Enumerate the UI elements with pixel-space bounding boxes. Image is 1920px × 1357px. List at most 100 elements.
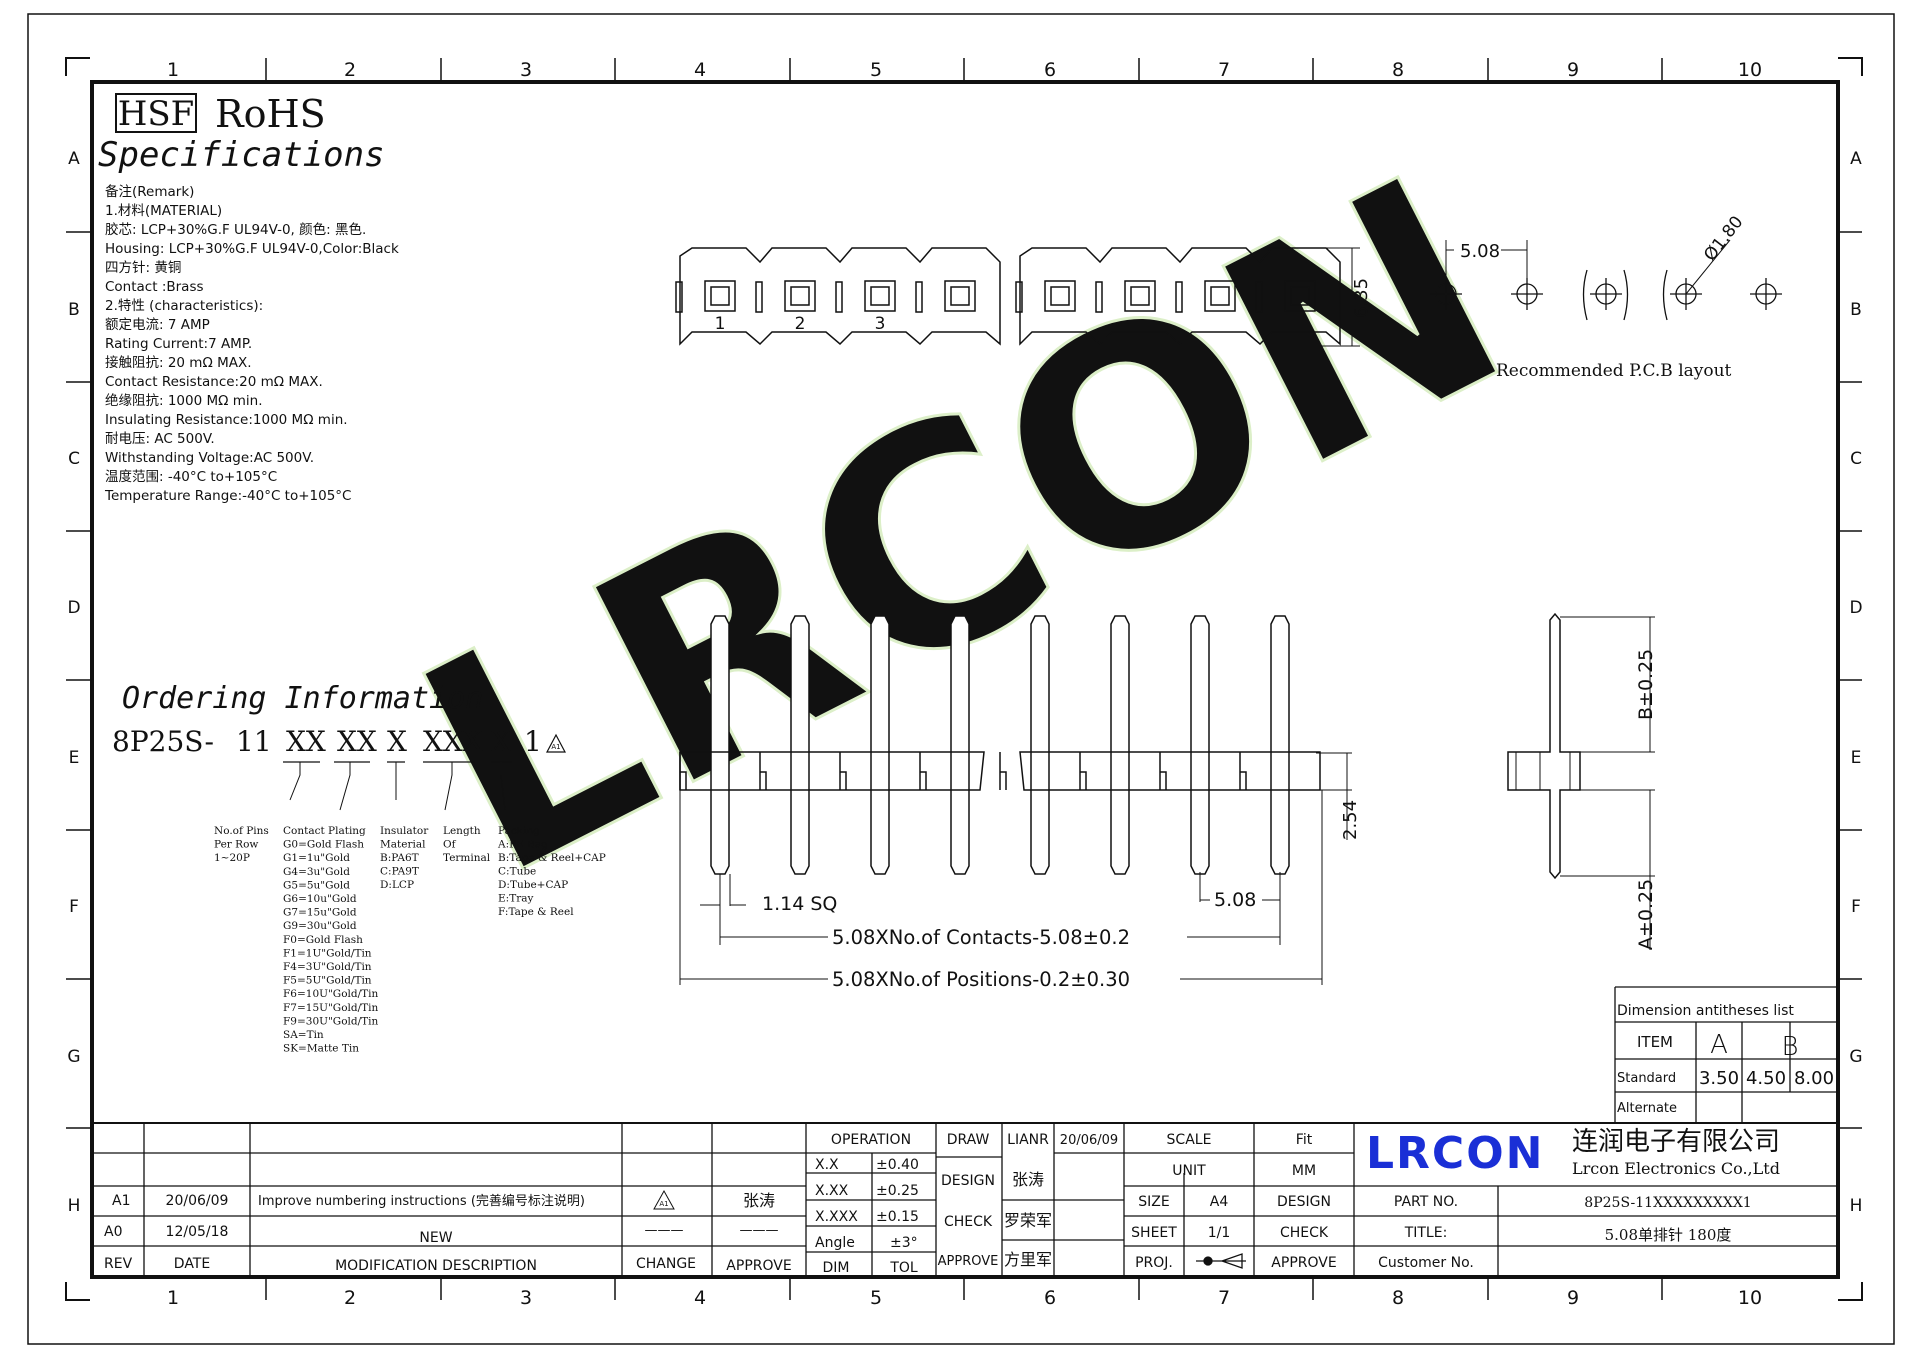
remark-line: 温度范围: -40°C to+105°C (105, 469, 277, 485)
grid-row-label: G (1849, 1047, 1862, 1067)
pin-square-outer (864, 280, 896, 312)
dimension-table: Dimension antitheses list ITEM A B Stand… (1614, 986, 1838, 1124)
pin-square-outer (1124, 280, 1156, 312)
sheet-value: 1/1 (1208, 1225, 1231, 1241)
rev-change-triangle (653, 1189, 675, 1210)
housing-slot (1175, 281, 1183, 313)
check-label-2: CHECK (1280, 1225, 1329, 1241)
part-no: 8P25S-11XXXXXXXXX1 (1584, 1195, 1751, 1211)
remark-line: Rating Current:7 AMP. (105, 336, 252, 352)
pin-square-outer (1044, 280, 1076, 312)
grid-row-label: F (69, 897, 79, 917)
tol-value: ±0.15 (876, 1209, 919, 1225)
base-height-dimension: 2.54 (1340, 800, 1361, 840)
housing-block-outline (1019, 247, 1341, 346)
remark-line: Insulating Resistance:1000 MΩ min. (105, 412, 348, 428)
grid-row-label: D (1849, 598, 1862, 618)
remark-line: 1.材料(MATERIAL) (105, 203, 222, 219)
scale-value: Fit (1296, 1132, 1313, 1148)
grid-row-label: H (1850, 1196, 1863, 1216)
rev-header-desc: MODIFICATION DESCRIPTION (335, 1258, 537, 1274)
grid-col-label: 10 (1738, 1287, 1762, 1309)
unit-value: MM (1292, 1163, 1316, 1179)
design-name: 张涛 (1012, 1170, 1044, 1189)
header-pin (1190, 615, 1210, 875)
pin-square-outer (1204, 280, 1236, 312)
proj-label: PROJ. (1135, 1255, 1173, 1271)
size-value: A4 (1210, 1194, 1229, 1210)
title-block: A1 20/06/09 Improve numbering instructio… (92, 1122, 1838, 1278)
rev-row-rev: A1 (112, 1193, 130, 1209)
remark-line: 接触阻抗: 20 mΩ MAX. (105, 354, 252, 371)
front-pitch-dimension: 5.08 (1214, 889, 1256, 911)
header-pin (870, 615, 890, 875)
tol-value: ±3° (890, 1235, 918, 1251)
grid-col-label: 1 (167, 59, 179, 81)
pcb-break-mark (1582, 269, 1668, 321)
grid-row-label: H (68, 1196, 81, 1216)
remark-line: 耐电压: AC 500V. (105, 431, 215, 447)
height-dimension: 6.35 (1351, 278, 1372, 318)
contacts-dimension: 5.08XNo.of Contacts-5.08±0.2 (832, 926, 1130, 949)
dim-table-alternate-label: Alternate (1617, 1101, 1677, 1116)
pin-square-outer (944, 280, 976, 312)
company-logo-text: LRCON (1366, 1128, 1544, 1179)
grid-row-label: G (67, 1047, 80, 1067)
tol-footer-dim: DIM (823, 1260, 850, 1276)
tol-value: ±0.25 (876, 1183, 919, 1199)
remark-line: Withstanding Voltage:AC 500V. (105, 450, 314, 466)
housing-divider (999, 752, 1007, 790)
remarks-list: 备注(Remark) 1.材料(MATERIAL) 胶芯: LCP+30%G.F… (104, 183, 399, 504)
dim-table-value: 3.50 (1699, 1068, 1739, 1089)
top-view: 1 2 3 6.35 (675, 247, 1372, 347)
housing-slot (755, 281, 763, 313)
grid-row-label: A (68, 149, 80, 169)
remark-line: Contact Resistance:20 mΩ MAX. (105, 374, 323, 390)
grid-col-label: 4 (694, 1287, 706, 1309)
pin-square-inner (870, 286, 890, 306)
company-logo: LRCON (1366, 1128, 1544, 1179)
remark-line: 胶芯: LCP+30%G.F UL94V-0, 颜色: 黑色. (105, 221, 366, 238)
housing-block-outline (679, 247, 1001, 346)
projection-symbol-icon (1196, 1253, 1246, 1269)
rev-row-rev: A0 (104, 1224, 122, 1240)
dim-table-title: Dimension antitheses list (1617, 1003, 1794, 1019)
header-pin (1270, 615, 1290, 875)
pin-square-inner (710, 286, 730, 306)
approve-name: 方里军 (1004, 1250, 1052, 1269)
header-pin (790, 615, 810, 875)
rev-row-desc: NEW (419, 1230, 452, 1246)
approve-label: APPROVE (938, 1254, 999, 1269)
pcb-hole-crosshair (1430, 278, 1462, 310)
rev-header-change: CHANGE (636, 1256, 696, 1272)
remark-line: Temperature Range:-40°C to+105°C (104, 488, 351, 504)
grid-col-label: 6 (1044, 1287, 1056, 1309)
ordering-title: Ordering Information (122, 681, 483, 716)
remark-line: Housing: LCP+30%G.F UL94V-0,Color:Black (105, 241, 399, 257)
housing-divider (759, 752, 767, 790)
rev-row-approve: 张涛 (743, 1191, 775, 1210)
rev-row-date: 20/06/09 (166, 1193, 229, 1209)
tol-footer-tol: TOL (889, 1260, 918, 1276)
grid-col-label: 2 (344, 59, 356, 81)
pcb-hole-crosshair (1750, 278, 1782, 310)
rev-row-change: A1 (659, 1200, 668, 1208)
code-part: XX (337, 725, 377, 758)
grid-col-label: 8 (1392, 59, 1404, 81)
front-view: 1.14 SQ 5.08 2.54 5.08XNo.of Contacts-5.… (679, 615, 1361, 991)
remark-line: 绝缘阻抗: 1000 MΩ min. (105, 393, 263, 409)
grid-col-label: 4 (694, 59, 706, 81)
header-pin (1110, 615, 1130, 875)
pcb-hole-crosshair (1511, 278, 1543, 310)
grid-col-label: 3 (520, 59, 532, 81)
grid-row-label: E (1851, 748, 1862, 768)
grid-col-label: 9 (1567, 59, 1579, 81)
top-housing-outline (675, 247, 1341, 346)
grid-col-label: 10 (1738, 59, 1762, 81)
tol-dim: Angle (815, 1235, 855, 1251)
design-label-2: DESIGN (1277, 1194, 1331, 1210)
